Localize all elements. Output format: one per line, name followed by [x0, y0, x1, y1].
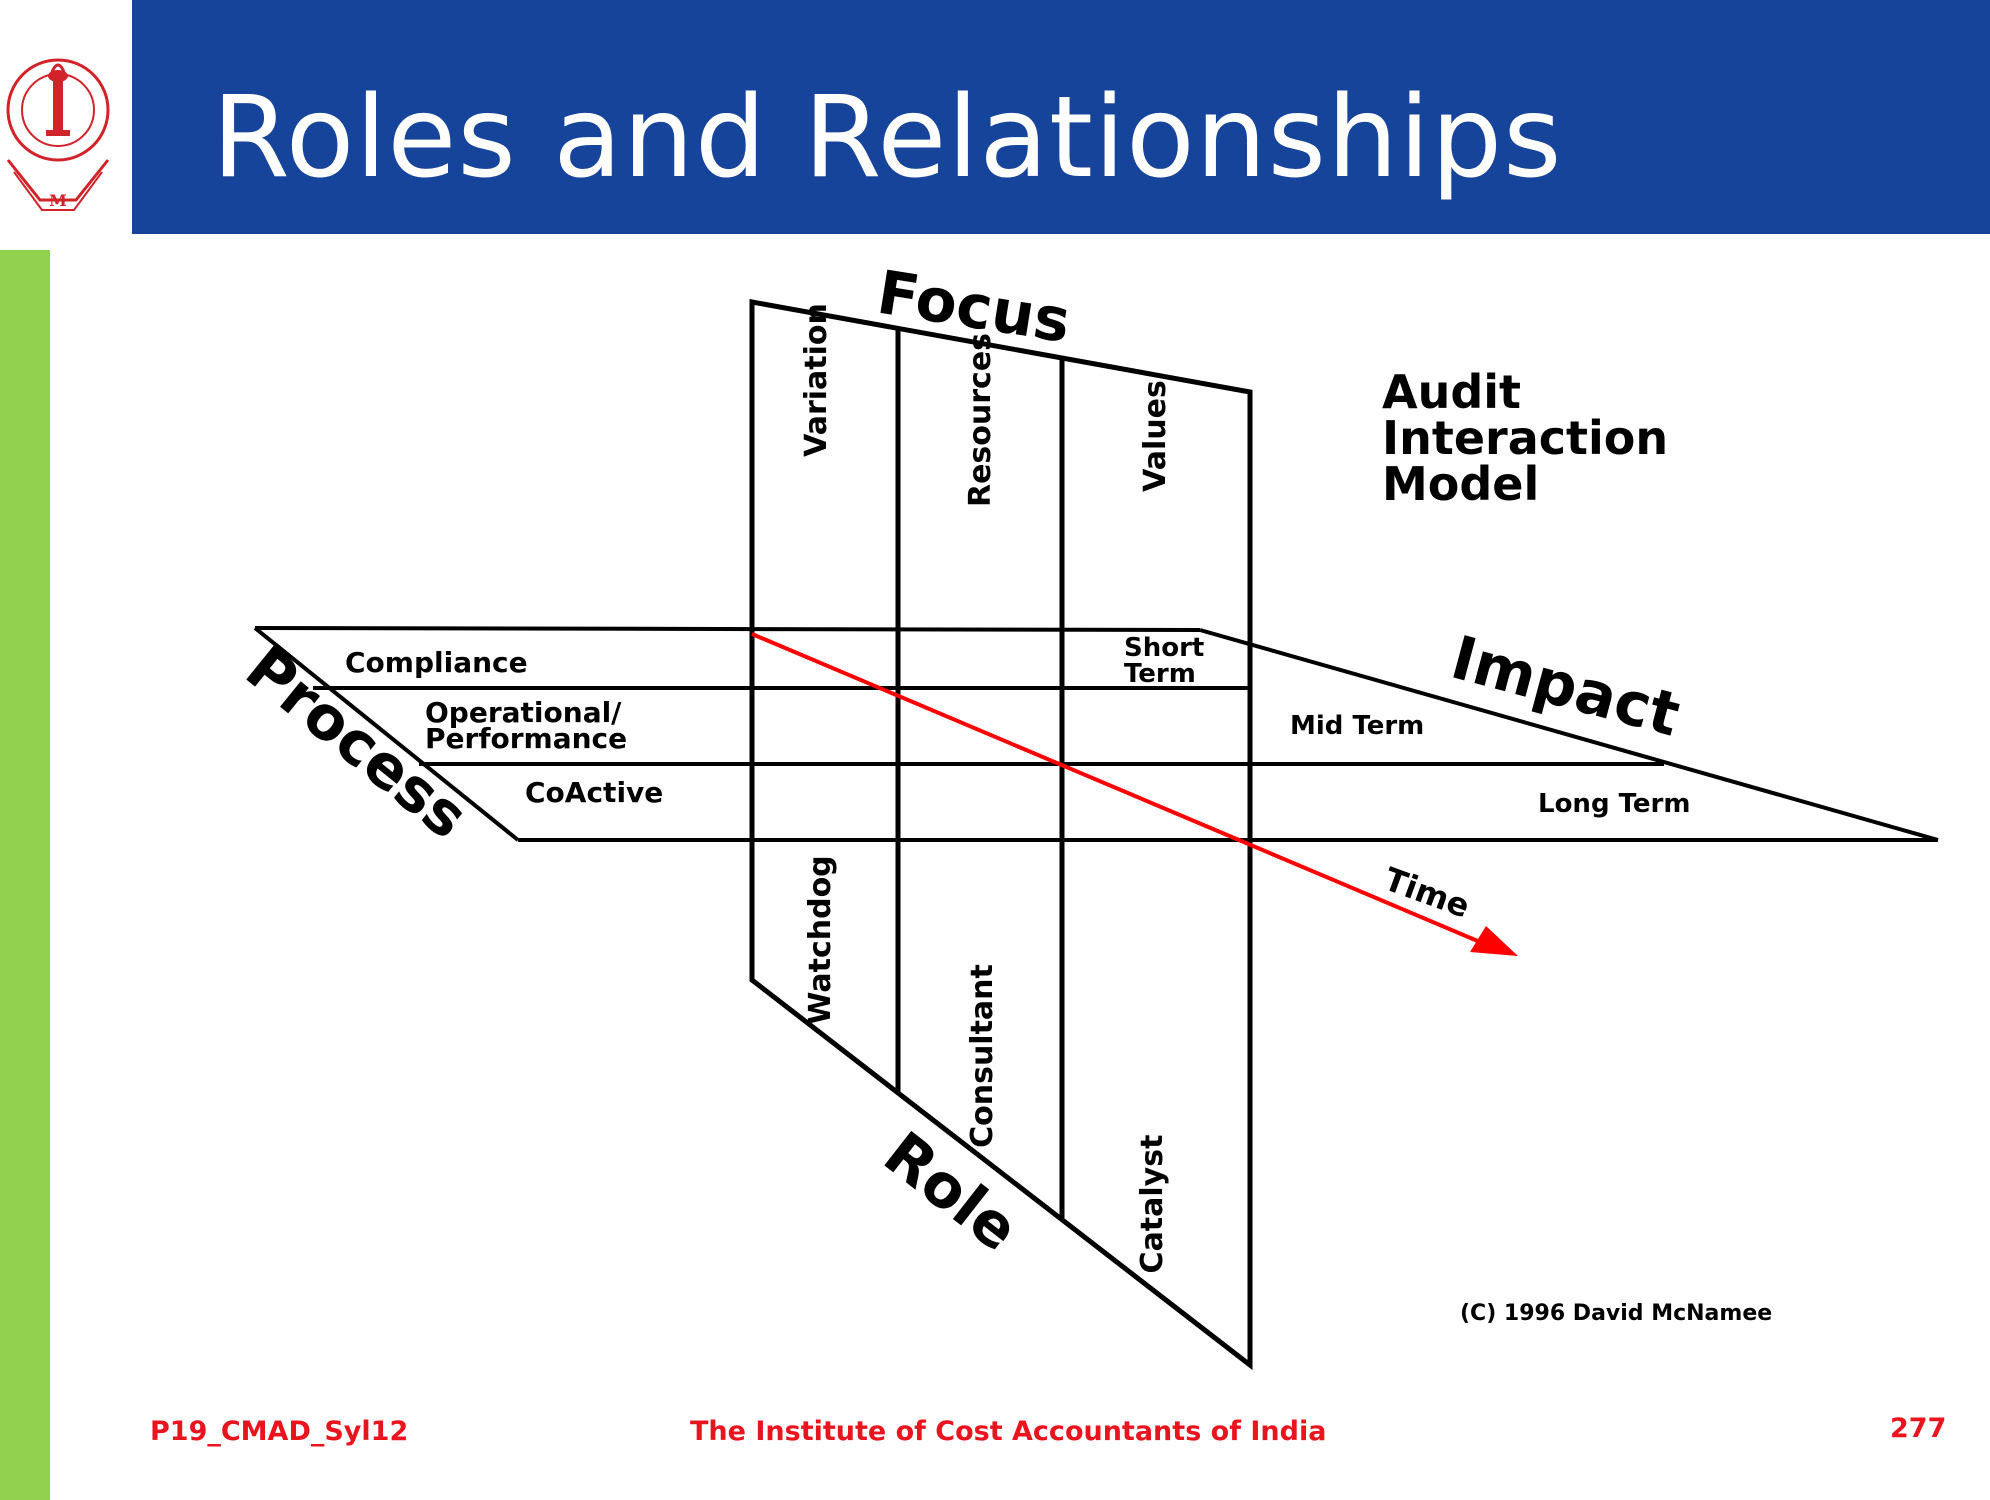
focus-plane [749, 299, 1253, 1371]
role-item-catalyst: Catalyst [1135, 1135, 1170, 1274]
model-title-line-1: Audit [1382, 365, 1521, 419]
process-item-operational: Operational/ [425, 696, 622, 729]
institute-emblem-icon: M [6, 58, 110, 211]
focus-item-values: Values [1138, 380, 1173, 492]
role-item-watchdog: Watchdog [803, 855, 838, 1024]
focus-plane-outline [749, 299, 1253, 1371]
model-title-line-3: Model [1382, 457, 1539, 511]
svg-text:M: M [49, 191, 67, 210]
impact-item-short: Short [1124, 633, 1204, 663]
time-axis-label: Time [1379, 860, 1475, 926]
impact-item-long-term: Long Term [1538, 789, 1690, 819]
plane-top-edge [254, 626, 1201, 632]
role-item-consultant: Consultant [965, 964, 1000, 1148]
time-arrowhead-icon [1470, 926, 1518, 956]
process-item-performance: Performance [425, 722, 627, 755]
footer-course-code: P19_CMAD_Syl12 [150, 1416, 409, 1447]
header-bar: Roles and Relationships [132, 0, 1990, 234]
side-accent-stripe [0, 250, 50, 1500]
role-axis-label: Role [871, 1119, 1031, 1266]
impact-plane [253, 626, 1939, 842]
impact-axis-label: Impact [1444, 623, 1687, 751]
time-arrow-line [751, 632, 1481, 944]
institute-logo: M [0, 0, 132, 234]
model-title-line-2: Interaction [1382, 411, 1668, 465]
focus-item-variation: Variation [799, 303, 834, 457]
footer-page-number: 277 [1890, 1413, 1947, 1444]
impact-item-term: Term [1124, 659, 1196, 689]
plane-right-edge [1199, 628, 1939, 842]
page-title: Roles and Relationships [212, 73, 1563, 203]
plane-left-edge [253, 626, 520, 842]
process-item-coactive: CoActive [525, 776, 663, 809]
copyright-notice: (C) 1996 David McNamee [1460, 1301, 1772, 1326]
impact-item-mid-term: Mid Term [1290, 711, 1424, 741]
process-item-compliance: Compliance [345, 646, 528, 679]
time-arrow [751, 632, 1518, 956]
focus-item-resources: Resources [963, 333, 998, 507]
footer-institute-name: The Institute of Cost Accountants of Ind… [690, 1416, 1327, 1447]
